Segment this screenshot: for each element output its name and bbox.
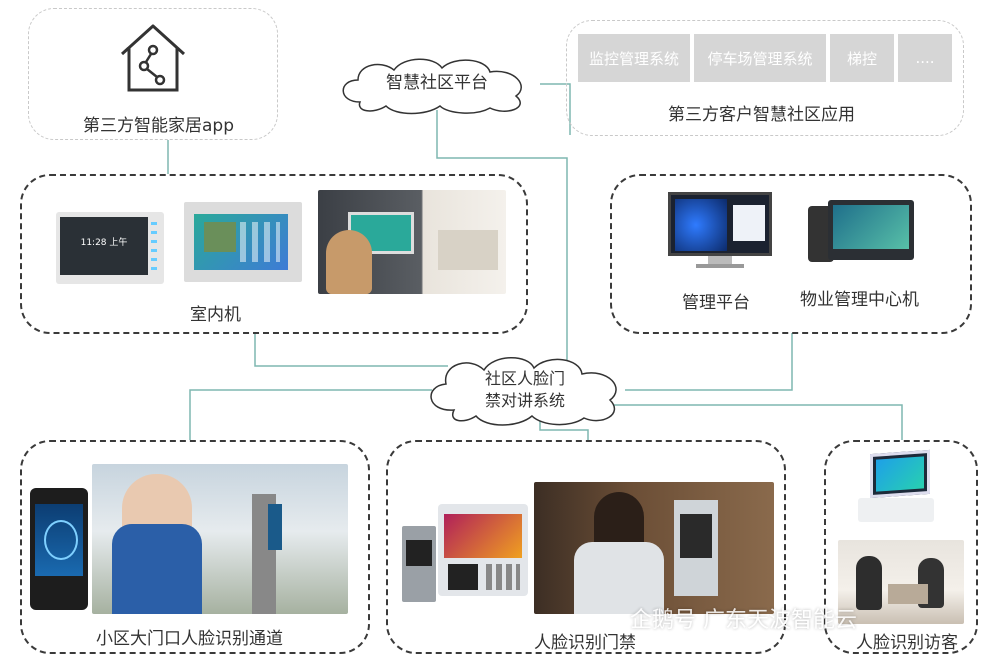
access-label: 人脸识别门禁 (534, 633, 636, 653)
visitor-box (824, 440, 978, 654)
door-station-small (402, 526, 436, 602)
indoor-unit-box (20, 174, 528, 334)
management-box (610, 174, 972, 334)
tile-elevator: 梯控 (830, 34, 894, 82)
platform-cloud-shape (342, 58, 522, 115)
watermark: 企鹅号 广东天波智能云 (630, 608, 857, 633)
management-monitor (668, 192, 772, 270)
smart-home-label: 第三方智能家居app (83, 116, 234, 136)
line-mgmt-to-center (625, 333, 793, 391)
indoor-monitor-2 (184, 202, 302, 282)
line-indoor-to-center (254, 333, 448, 367)
access-photo (534, 482, 774, 614)
line-center-to-visitor (600, 404, 903, 440)
property-center-label: 物业管理中心机 (800, 290, 919, 310)
visitor-photo (838, 540, 964, 624)
smart-home-box (28, 8, 278, 140)
indoor-monitor-1: 11:28 上午 (56, 212, 164, 284)
third-party-apps-box (566, 20, 964, 136)
line-center-to-access (539, 420, 589, 440)
line-center-to-gate (189, 389, 432, 440)
gate-label: 小区大门口人脸识别通道 (96, 629, 283, 649)
visitor-label: 人脸识别访客 (856, 633, 958, 653)
center-cloud-line2: 禁对讲系统 (484, 391, 565, 410)
center-cloud-line1: 社区人脸门 (484, 369, 565, 388)
access-box (386, 440, 786, 654)
platform-cloud-label: 智慧社区平台 (386, 73, 488, 93)
indoor-time: 11:28 上午 (80, 238, 128, 248)
tile-parking: 停车场管理系统 (694, 34, 826, 82)
indoor-usage-photo (318, 190, 506, 294)
face-terminal-device (30, 488, 88, 610)
indoor-unit-label: 室内机 (190, 305, 241, 325)
smart-home-icon (120, 24, 186, 92)
tile-more: .... (898, 34, 952, 82)
door-station-large (438, 504, 528, 596)
tile-monitoring: 监控管理系统 (578, 34, 690, 82)
third-party-apps-label: 第三方客户智慧社区应用 (668, 105, 855, 125)
center-cloud-shape (430, 357, 617, 426)
management-platform-label: 管理平台 (682, 293, 750, 313)
visitor-terminal (858, 449, 934, 524)
gate-box (20, 440, 370, 654)
property-center-device (808, 192, 914, 270)
gate-photo (92, 464, 348, 614)
line-platform-to-center (436, 110, 568, 372)
